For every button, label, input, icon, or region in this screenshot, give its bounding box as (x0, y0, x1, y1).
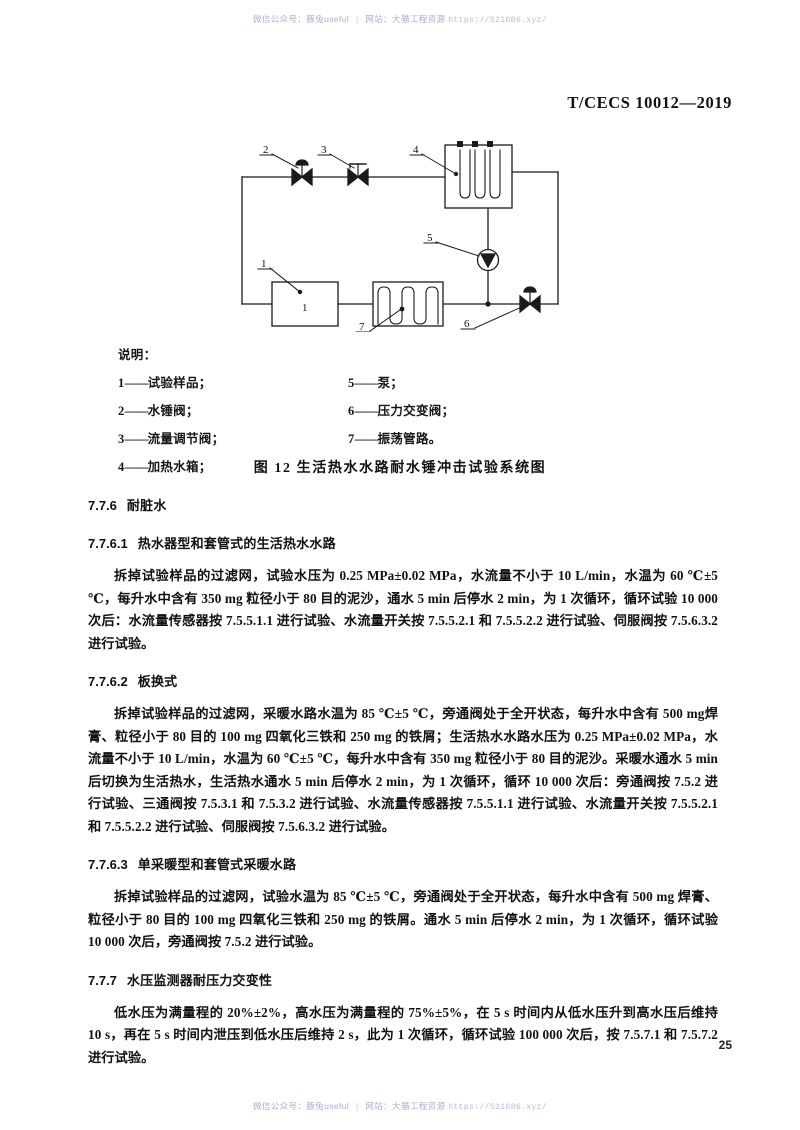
section-heading-7-7-6-2: 7.7.6.2 板换式 (88, 671, 718, 690)
watermark-separator: | (355, 14, 359, 24)
callout-label-5: 5 (427, 232, 433, 244)
water-hammer-valve-symbol (291, 159, 313, 187)
callout-label-7: 7 (359, 321, 365, 332)
legend-item-number: 2 (118, 404, 125, 418)
legend-item-number: 5 (348, 376, 355, 390)
heater-terminal-2 (472, 141, 478, 147)
legend-item: 1——试验样品； (118, 372, 348, 391)
heater-terminal-1 (457, 141, 463, 147)
legend-title: 说明： (118, 348, 157, 362)
section-paragraph-7-7-6-3: 拆掉试验样品的过滤网，试验水温为 85 ℃±5 ℃，旁通阀处于全开状态，每升水中… (88, 889, 718, 949)
heater-element-2 (474, 149, 486, 199)
watermark-url: https://521686.xyz/ (448, 16, 548, 25)
section-title: 热水器型和套管式的生活热水水路 (137, 536, 336, 551)
legend-item-dash: —— (124, 460, 149, 474)
watermark-site-label: 网站：大猫工程资源 (365, 1101, 446, 1111)
legend-item-dash: —— (354, 432, 379, 446)
legend-item-dash: —— (354, 404, 379, 418)
sample-leader-dot (297, 289, 303, 295)
legend-item: 3——流量调节阀； (118, 428, 348, 447)
legend-item-label: 加热水箱； (147, 460, 212, 474)
callout-label-1: 1 (261, 258, 267, 270)
flow-regulating-valve-symbol (347, 163, 369, 187)
legend-item-label: 泵； (377, 376, 404, 390)
figure-12-diagram: 2 3 4 5 1 7 6 1 (0, 132, 800, 342)
legend-item: 6——压力交变阀； (348, 400, 678, 419)
figure-legend: 说明： 1——试验样品； 5——泵； 2——水锤阀； 6——压力交变阀； 3——… (118, 344, 678, 475)
legend-item-number: 7 (348, 432, 355, 446)
legend-item-dash: —— (354, 376, 379, 390)
section-paragraph-7-7-6-2: 拆掉试验样品的过滤网，采暖水路水温为 85 ℃±5 ℃，旁通阀处于全开状态，每升… (88, 706, 718, 834)
heater-element-3 (489, 149, 501, 199)
section-title: 单采暖型和套管式采暖水路 (137, 857, 297, 872)
watermark-bottom: 微信公众号：豚兔useful | 网站：大猫工程资源 https://52168… (0, 1100, 800, 1112)
legend-item-label: 压力交变阀； (377, 404, 455, 418)
leader-line-3 (329, 153, 355, 169)
watermark-wechat-label: 微信公众号：豚兔useful (252, 1101, 350, 1111)
section-number: 7.7.6.3 (88, 857, 128, 872)
callout-label-2: 2 (263, 144, 269, 156)
test-system-schematic: 2 3 4 5 1 7 6 1 (241, 141, 559, 332)
leader-line-2 (271, 153, 299, 169)
figure-caption: 图 12 生活热水水路耐水锤冲击试验系统图 (253, 461, 547, 476)
leader-line-7 (369, 309, 401, 332)
section-heading-7-7-7: 7.7.7 水压监测器耐压力交变性 (88, 970, 718, 989)
leader-line-5 (435, 241, 480, 257)
section-title: 板换式 (137, 674, 178, 689)
pump-symbol (476, 248, 500, 272)
oscillating-pipe-box (372, 281, 444, 327)
legend-item-dash: —— (124, 404, 149, 418)
leader-line-1 (269, 267, 301, 293)
legend-item-dash: —— (124, 432, 149, 446)
legend-item-number: 1 (118, 376, 125, 390)
standard-code-header: T/CECS 10012—2019 (567, 93, 732, 112)
oscillating-coil (377, 286, 439, 325)
watermark-url: https://521686.xyz/ (448, 1103, 548, 1112)
oscillator-leader-dot (399, 306, 405, 312)
callout-label-4: 4 (413, 144, 419, 156)
heater-terminal-3 (487, 141, 493, 147)
legend-item: 2——水锤阀； (118, 400, 348, 419)
legend-item-number: 4 (118, 460, 125, 474)
watermark-separator: | (355, 1101, 359, 1111)
legend-item-dash: —— (124, 376, 149, 390)
junction-dot-bottom (485, 301, 491, 307)
legend-grid: 1——试验样品； 5——泵； 2——水锤阀； 6——压力交变阀； 3——流量调节… (118, 372, 678, 475)
section-title: 耐脏水 (126, 498, 167, 513)
legend-item-number: 6 (348, 404, 355, 418)
legend-item: 5——泵； (348, 372, 678, 391)
section-heading-7-7-6: 7.7.6 耐脏水 (88, 495, 718, 514)
section-number: 7.7.6.1 (88, 536, 128, 551)
legend-item: 7——振荡管路。 (348, 428, 678, 447)
callout-label-6: 6 (464, 318, 470, 330)
section-heading-7-7-6-1: 7.7.6.1 热水器型和套管式的生活热水水路 (88, 533, 718, 552)
leader-line-4 (421, 153, 457, 175)
document-body: 7.7.6 耐脏水 7.7.6.1 热水器型和套管式的生活热水水路 拆掉试验样品的过… (88, 495, 718, 1085)
test-sample-box (271, 281, 339, 327)
legend-item-label: 试验样品； (147, 376, 212, 390)
legend-item-number: 3 (118, 432, 125, 446)
heater-element-1 (459, 149, 471, 199)
sample-box-label: 1 (302, 302, 308, 314)
section-number: 7.7.6.2 (88, 674, 128, 689)
section-title: 水压监测器耐压力交变性 (126, 972, 273, 988)
heating-tank-body (444, 144, 513, 209)
tank-leader-dot (453, 171, 459, 177)
legend-item-label: 流量调节阀； (147, 432, 225, 446)
section-number: 7.7.7 (88, 972, 117, 988)
legend-item-label: 水锤阀； (147, 404, 199, 418)
callout-label-3: 3 (321, 144, 327, 156)
watermark-site-label: 网站：大猫工程资源 (365, 14, 446, 24)
section-paragraph-7-7-7: 低水压为满量程的 20%±2%，高水压为满量程的 75%±5%，在 5 s 时间… (88, 1004, 718, 1065)
pressure-alternating-valve-symbol (519, 286, 541, 314)
leader-line-6 (474, 304, 527, 329)
legend-item-label: 振荡管路。 (377, 432, 442, 446)
section-paragraph-7-7-6-1: 拆掉试验样品的过滤网，试验水压为 0.25 MPa±0.02 MPa，水流量不小… (88, 568, 718, 651)
section-number: 7.7.6 (88, 498, 117, 513)
page-number: 25 (718, 1038, 732, 1052)
legend-item: 4——加热水箱； (118, 456, 348, 475)
watermark-wechat-label: 微信公众号：豚兔useful (252, 14, 350, 24)
watermark-top: 微信公众号：豚兔useful | 网站：大猫工程资源 https://52168… (0, 13, 800, 25)
section-heading-7-7-6-3: 7.7.6.3 单采暖型和套管式采暖水路 (88, 854, 718, 873)
